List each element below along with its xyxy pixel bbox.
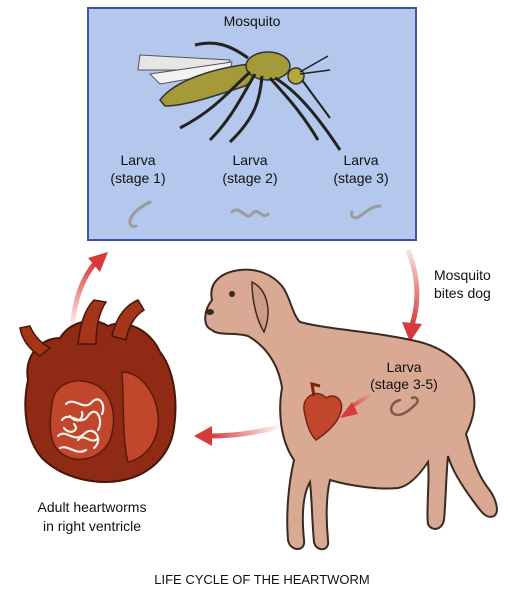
dog-illustration (205, 270, 497, 550)
diagram-caption: LIFE CYCLE OF THE HEARTWORM (154, 572, 370, 587)
bite-label-line1: Mosquito (434, 267, 491, 283)
heart-cross-section-illustration (20, 300, 175, 482)
dog-larva-title: Larva (386, 359, 421, 375)
adult-label-line2: in right ventricle (43, 518, 141, 534)
arrow-dog-to-heart (194, 426, 282, 446)
larva-stage1-title: Larva (120, 152, 155, 168)
arrow-mosquito-to-dog (402, 250, 422, 342)
larva-stage2-title: Larva (232, 152, 267, 168)
mosquito-label: Mosquito (224, 13, 281, 29)
bite-label-line2: bites dog (434, 285, 491, 301)
larva-stage3-title: Larva (343, 152, 378, 168)
larva-stage2-subtitle: (stage 2) (222, 170, 277, 186)
dog-larva-subtitle: (stage 3-5) (370, 376, 438, 392)
larva-stage3-subtitle: (stage 3) (333, 170, 388, 186)
mosquito-panel: Mosquito Larva (stage 1 (88, 8, 416, 240)
larva-stage1-subtitle: (stage 1) (110, 170, 165, 186)
adult-label-line1: Adult heartworms (38, 499, 147, 515)
